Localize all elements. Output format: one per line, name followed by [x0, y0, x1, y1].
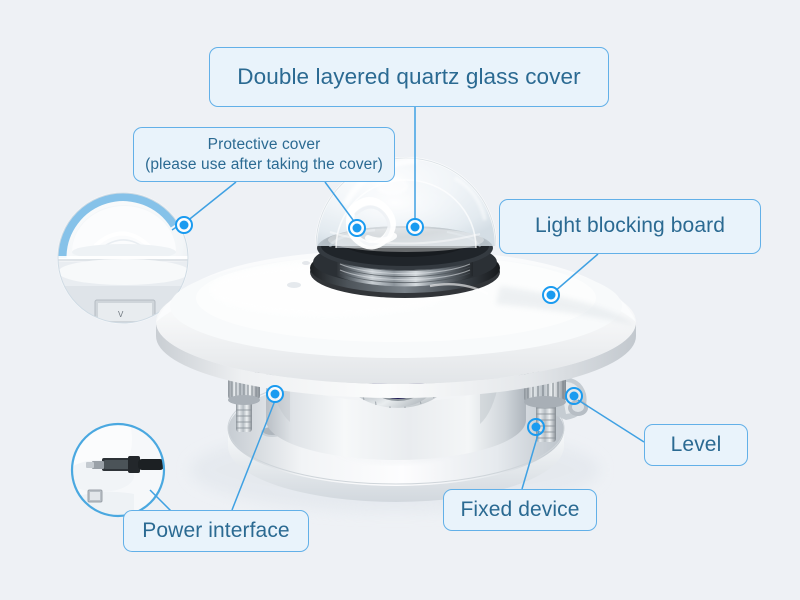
leader-power — [231, 397, 277, 511]
callout-fixed-device[interactable]: Fixed device — [443, 489, 597, 531]
callout-light-blocking-board[interactable]: Light blocking board — [499, 199, 761, 254]
leader-lightblock — [553, 253, 599, 293]
callout-power-interface[interactable]: Power interface — [123, 510, 309, 552]
marker-fixed — [527, 418, 545, 436]
marker-level — [565, 387, 583, 405]
marker-lightblock — [542, 286, 560, 304]
callout-protective-cover[interactable]: Protective cover (please use after takin… — [133, 127, 395, 182]
leader-level — [577, 399, 645, 443]
inset-power-connector — [70, 422, 166, 518]
marker-dots — [175, 216, 583, 436]
inset-protective-cover: V — [57, 192, 189, 324]
leader-fixed — [521, 430, 540, 490]
leader-protective-right — [324, 181, 357, 225]
callout-double-layered-quartz-glass-cover[interactable]: Double layered quartz glass cover — [209, 47, 609, 107]
marker-protective-right — [348, 219, 366, 237]
marker-quartz — [406, 218, 424, 236]
svg-text:V: V — [118, 310, 124, 319]
callout-level[interactable]: Level — [644, 424, 748, 466]
marker-protective-left — [175, 216, 193, 234]
marker-power — [266, 385, 284, 403]
leader-protective-left — [185, 181, 237, 223]
